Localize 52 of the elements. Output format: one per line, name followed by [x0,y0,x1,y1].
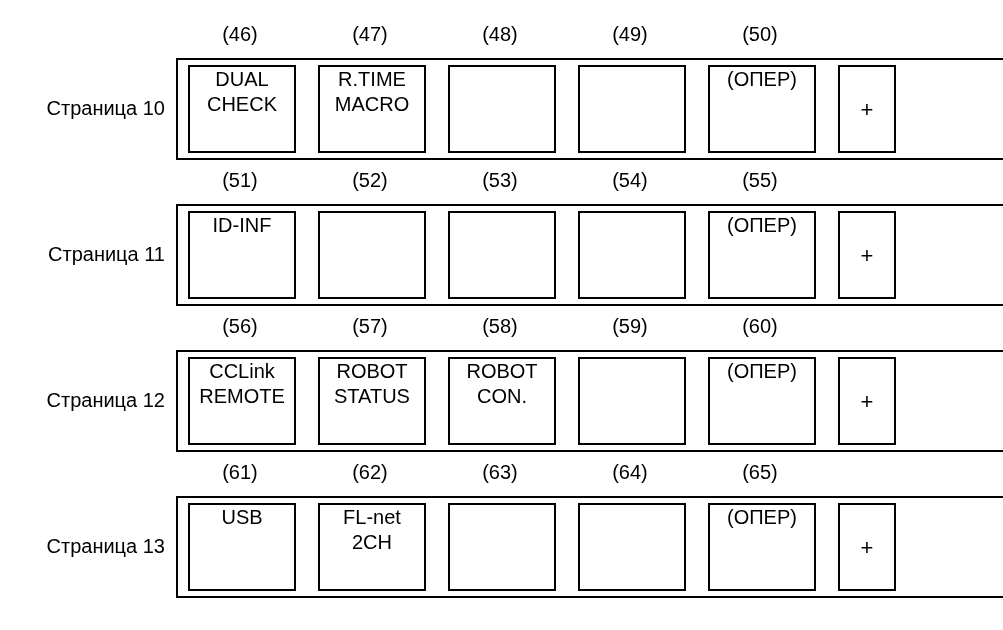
key-number: (60) [742,314,778,338]
soft-key: (ОПЕР) [708,211,816,299]
key-number: (59) [612,314,648,338]
key-number: (62) [352,460,388,484]
page-label: Страница 10 [46,96,165,120]
key-number: (52) [352,168,388,192]
key-row-panel [176,350,1003,452]
soft-key: (ОПЕР) [708,357,816,445]
soft-key: (ОПЕР) [708,65,816,153]
key-number: (49) [612,22,648,46]
page-label: Страница 11 [48,242,165,266]
page-label: Страница 12 [46,388,165,412]
key-number: (64) [612,460,648,484]
soft-key: + [838,211,896,299]
soft-key: R.TIME MACRO [318,65,426,153]
key-row-panel [176,496,1003,598]
soft-key: ROBOT CON. [448,357,556,445]
soft-key: ID-INF [188,211,296,299]
key-number: (46) [222,22,258,46]
key-number: (51) [222,168,258,192]
key-row-panel [176,204,1003,306]
soft-key [578,65,686,153]
soft-key [448,211,556,299]
key-row-panel [176,58,1003,160]
soft-key: USB [188,503,296,591]
soft-key: + [838,357,896,445]
key-number: (47) [352,22,388,46]
soft-key: DUAL CHECK [188,65,296,153]
key-number: (56) [222,314,258,338]
key-number: (58) [482,314,518,338]
key-number: (65) [742,460,778,484]
soft-key [578,503,686,591]
soft-key [578,211,686,299]
key-number: (55) [742,168,778,192]
soft-key: + [838,503,896,591]
page-label: Страница 13 [46,534,165,558]
key-number: (54) [612,168,648,192]
soft-key [448,503,556,591]
soft-key [448,65,556,153]
soft-key [578,357,686,445]
soft-key: CCLink REMOTE [188,357,296,445]
soft-key: ROBOT STATUS [318,357,426,445]
soft-key: + [838,65,896,153]
soft-key [318,211,426,299]
key-number: (50) [742,22,778,46]
key-number: (61) [222,460,258,484]
key-number: (57) [352,314,388,338]
key-number: (48) [482,22,518,46]
soft-key: (ОПЕР) [708,503,816,591]
key-number: (53) [482,168,518,192]
soft-key: FL-net 2CH [318,503,426,591]
key-number: (63) [482,460,518,484]
